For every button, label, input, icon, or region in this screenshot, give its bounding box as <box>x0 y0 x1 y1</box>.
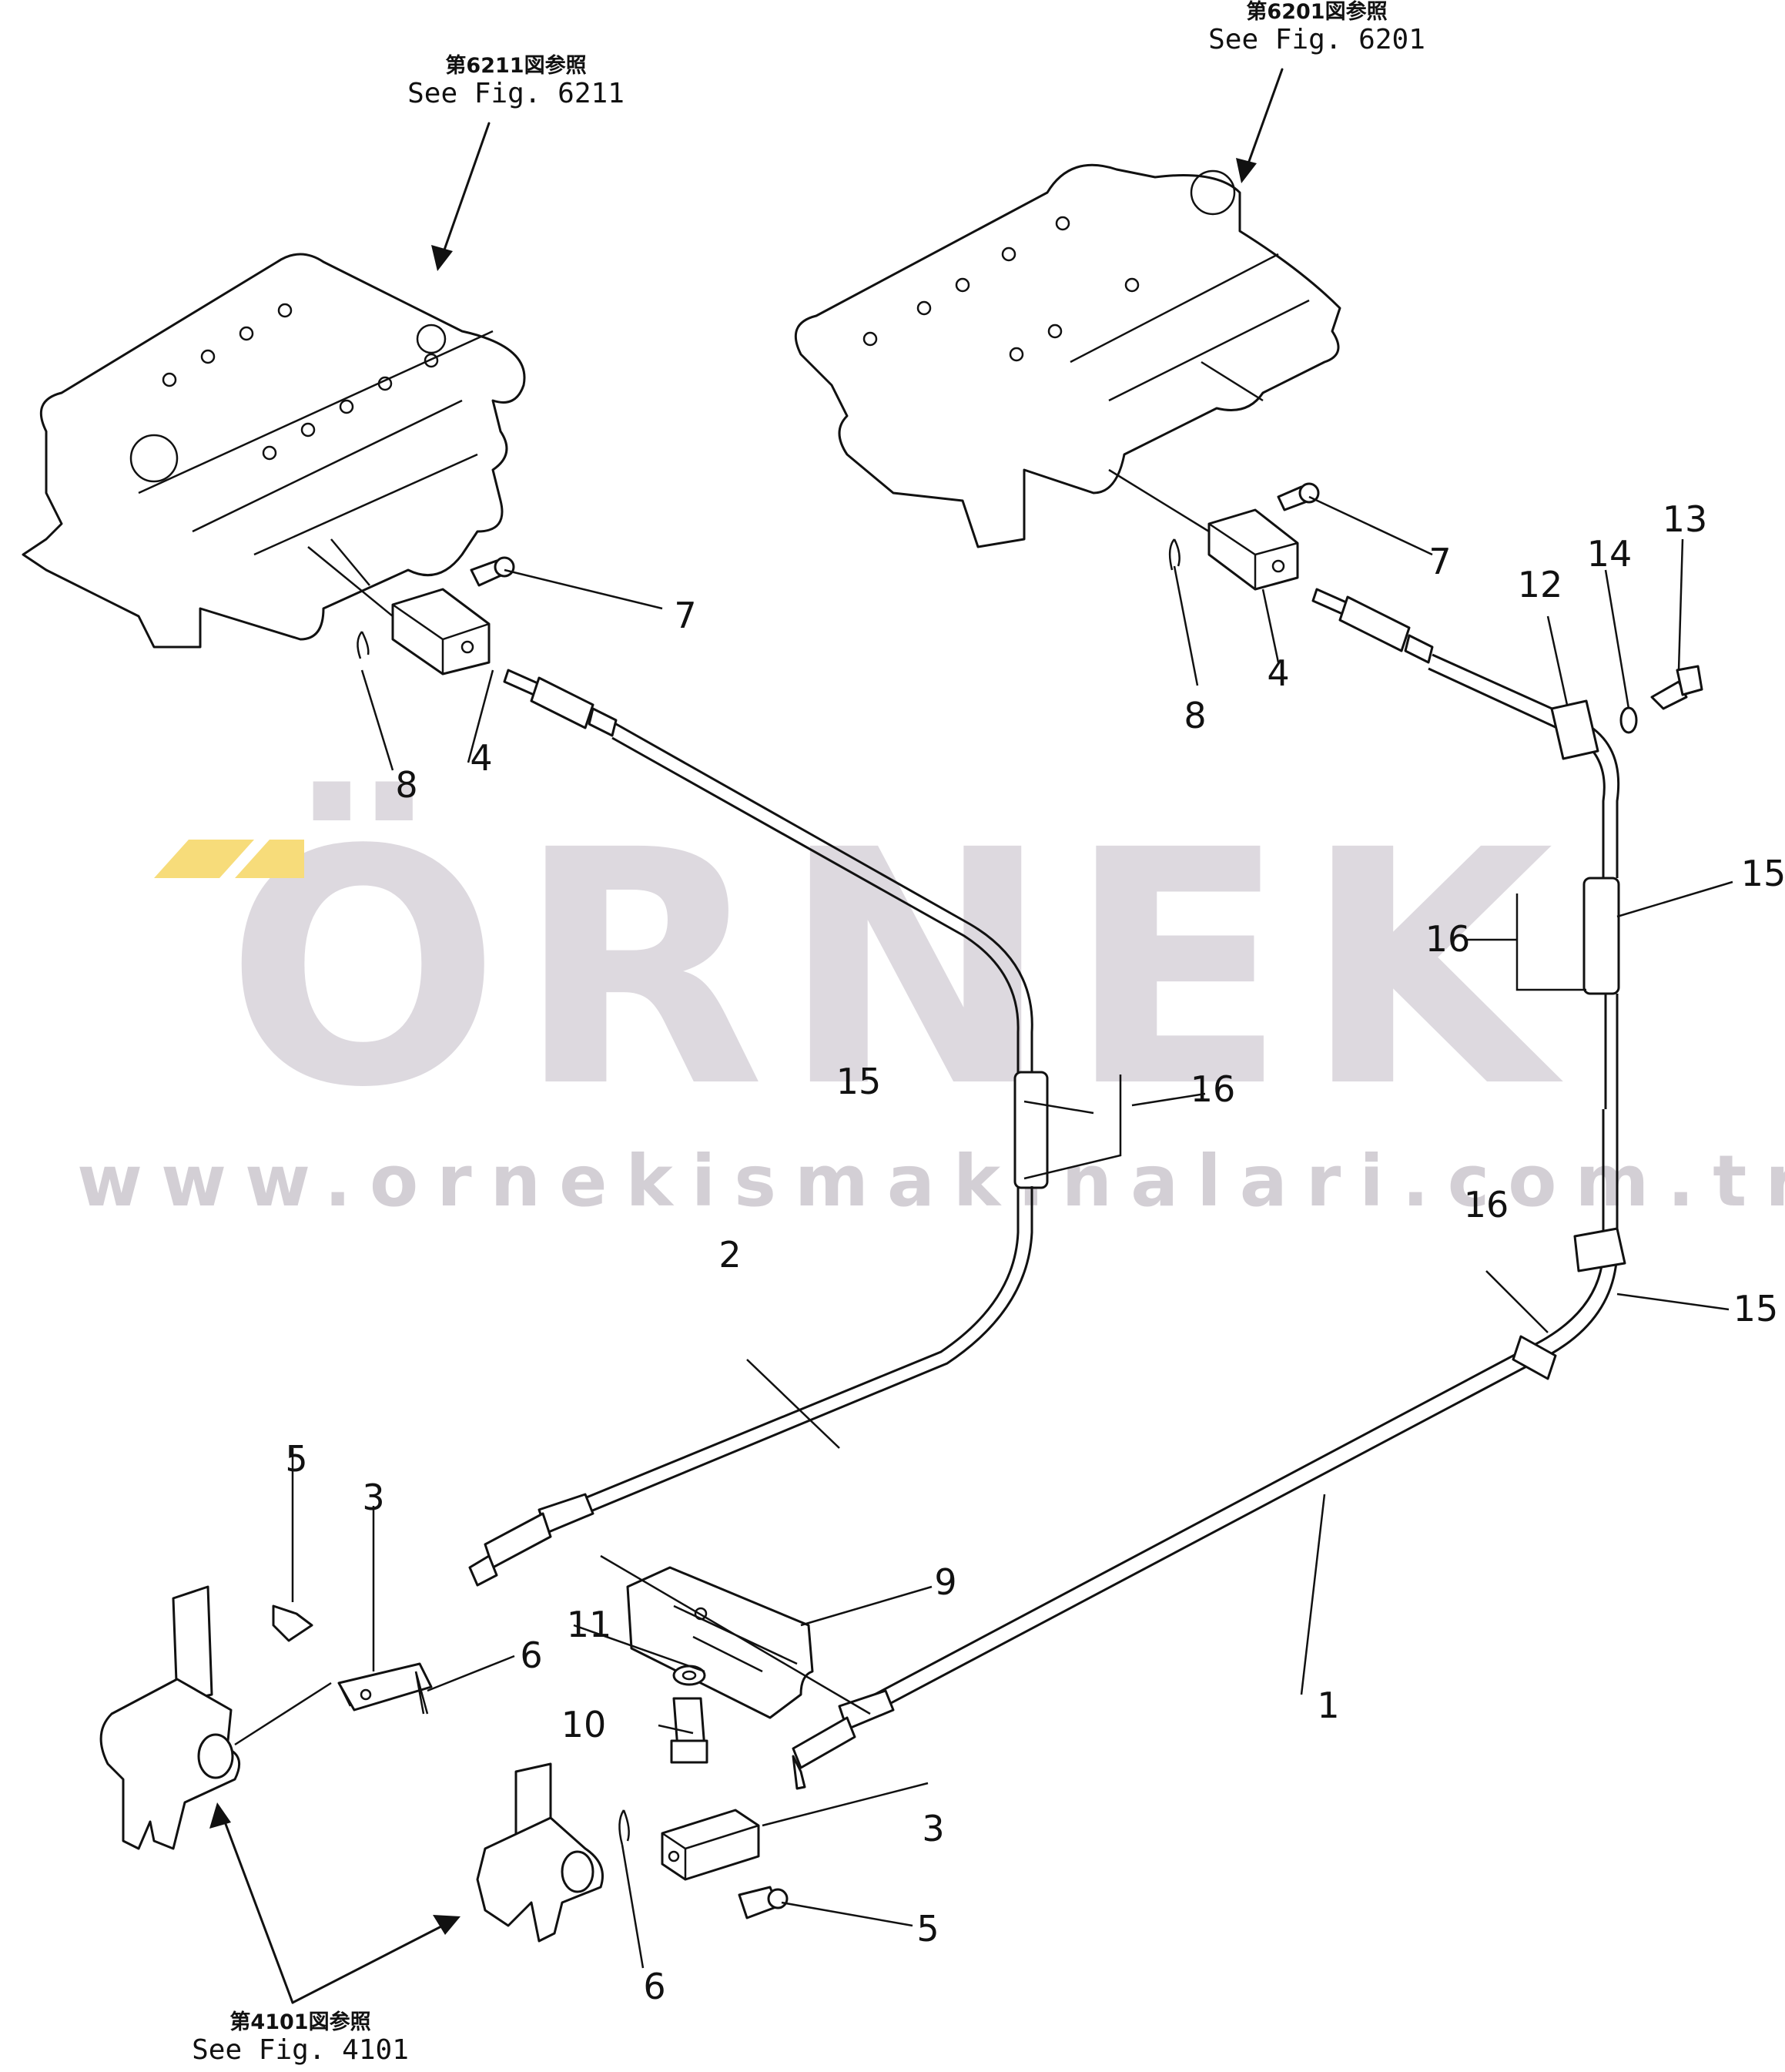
lever-left <box>99 1585 433 1850</box>
reference-fig-6211-jp: 第6211図参照 <box>445 54 587 78</box>
watermark-accent-left <box>154 840 254 878</box>
callout-11: 11 <box>567 1604 612 1645</box>
callout-3-right: 3 <box>922 1808 944 1849</box>
callout-7-left: 7 <box>674 595 696 636</box>
callout-3-left: 3 <box>362 1477 384 1518</box>
cable-1 <box>792 588 1626 1790</box>
control-valve-right <box>794 163 1341 548</box>
reference-fig-6201: 第6201図参照 See Fig. 6201 <box>1201 0 1432 55</box>
callout-numbers: 1 2 3 3 4 4 5 5 6 6 7 7 8 8 9 10 11 12 1… <box>285 498 1785 2007</box>
cable-2 <box>468 669 1122 1587</box>
control-valve-left <box>22 253 526 649</box>
callout-5-left: 5 <box>285 1438 307 1480</box>
reference-fig-6211: 第6211図参照 See Fig. 6211 <box>400 54 631 109</box>
callout-15-left: 15 <box>836 1061 882 1102</box>
watermark-url: www.ornekismakinalari.com.tr <box>77 1140 1785 1222</box>
reference-fig-6201-en: See Fig. 6201 <box>1208 24 1425 56</box>
callout-6-right: 6 <box>643 1966 665 2007</box>
callout-8-left: 8 <box>395 764 417 806</box>
callout-6-left: 6 <box>520 1634 542 1676</box>
callout-16-lower-right: 16 <box>1464 1184 1509 1225</box>
callout-14: 14 <box>1587 533 1633 575</box>
callout-16-left: 16 <box>1191 1068 1236 1110</box>
callout-12: 12 <box>1518 564 1563 605</box>
callout-2: 2 <box>718 1234 741 1276</box>
callout-9: 9 <box>934 1561 956 1603</box>
callout-13: 13 <box>1663 498 1708 540</box>
callout-15-lower-right: 15 <box>1733 1288 1779 1329</box>
left-joint-parts <box>307 546 515 676</box>
watermark-accent-right <box>235 840 304 878</box>
reference-fig-4101-en: See Fig. 4101 <box>192 2034 409 2067</box>
lever-right <box>476 1762 789 1943</box>
callout-5-right: 5 <box>916 1908 939 1950</box>
callout-1: 1 <box>1317 1685 1339 1726</box>
watermark-logo: ÖRNEK <box>225 782 1569 1158</box>
reference-fig-4101-jp: 第4101図参照 <box>229 2010 371 2034</box>
reference-fig-6211-en: See Fig. 6211 <box>407 78 625 110</box>
callout-7-right: 7 <box>1428 541 1451 582</box>
callout-4-right: 4 <box>1267 652 1289 694</box>
leader-lines <box>291 495 1733 1969</box>
callout-8-right: 8 <box>1184 695 1206 736</box>
reference-fig-6201-jp: 第6201図参照 <box>1246 0 1388 24</box>
callout-4-left: 4 <box>470 737 492 779</box>
reference-fig-4101: 第4101図参照 See Fig. 4101 <box>185 2010 416 2066</box>
callout-15-upper-right: 15 <box>1741 853 1785 894</box>
right-joint-parts <box>1108 468 1703 734</box>
reference-arrows <box>209 68 1284 2004</box>
callout-10: 10 <box>561 1704 607 1745</box>
callout-16-upper-right: 16 <box>1425 918 1471 960</box>
bracket-parts <box>600 1554 871 1764</box>
